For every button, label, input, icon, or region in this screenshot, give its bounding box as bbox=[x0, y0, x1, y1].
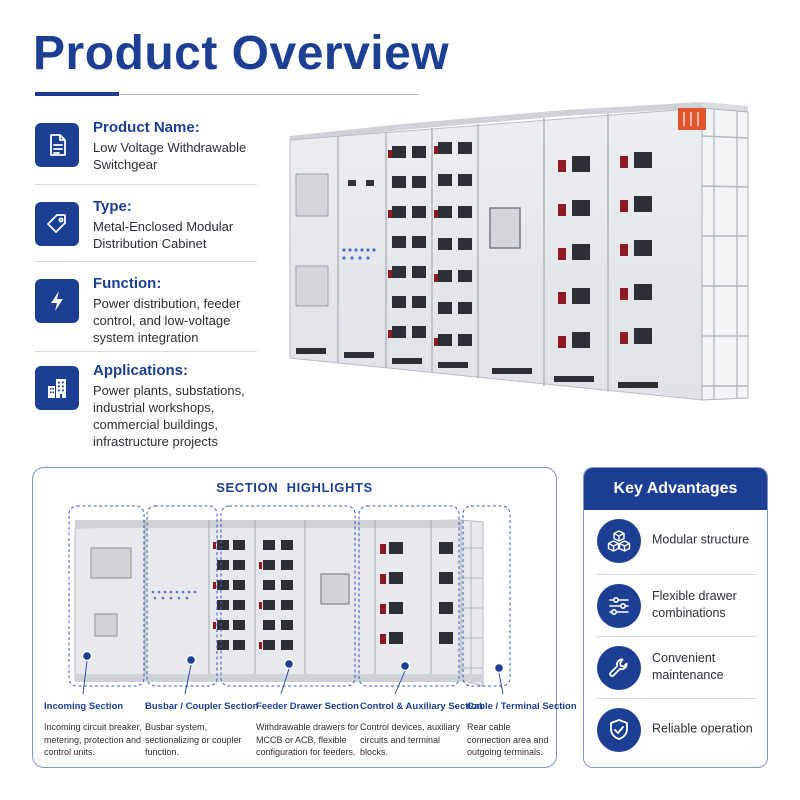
info-body: Power plants, substations, industrial wo… bbox=[93, 383, 245, 449]
terminal-block-icon bbox=[678, 108, 706, 130]
advantage-label: Convenient maintenance bbox=[652, 651, 724, 682]
marker-dot bbox=[283, 658, 295, 670]
title-underline-rule bbox=[119, 93, 419, 95]
advantage-divider bbox=[596, 698, 757, 699]
advantage-item: Modular structure bbox=[584, 509, 767, 571]
advantage-item: Flexible drawer combinations bbox=[584, 574, 767, 636]
info-divider bbox=[35, 184, 257, 185]
section-desc: Incoming circuit breaker, metering, prot… bbox=[44, 722, 142, 757]
info-applications: Applications: Power plants, substations,… bbox=[35, 362, 257, 452]
buildings-icon bbox=[35, 366, 79, 410]
section-name: Feeder Drawer Section bbox=[256, 701, 359, 712]
section-incoming: Incoming Section Incoming circuit breake… bbox=[44, 701, 148, 759]
info-body: Low Voltage Withdrawable Switchgear bbox=[93, 140, 247, 172]
section-highlights-title: SECTION HIGHLIGHTS bbox=[216, 480, 373, 495]
section-desc: Withdrawable drawers for MCCB or ACB, fl… bbox=[256, 722, 359, 757]
info-heading: Applications: bbox=[93, 362, 189, 379]
marker-dot bbox=[399, 660, 411, 672]
advantage-item: Reliable operation bbox=[584, 698, 767, 760]
key-advantages-panel: Key Advantages Modular structure Flexibl… bbox=[583, 467, 768, 768]
section-name: Incoming Section bbox=[44, 701, 124, 712]
section-name: Busbar / Coupler Section bbox=[145, 701, 259, 712]
section-desc: Control devices, auxiliary circuits and … bbox=[360, 722, 461, 757]
info-heading: Function: bbox=[93, 275, 162, 292]
advantage-divider bbox=[596, 636, 757, 637]
advantage-label: Modular structure bbox=[652, 532, 750, 547]
tag-icon bbox=[35, 202, 79, 246]
section-cable-terminal: Cable / Terminal Section Rear cable conn… bbox=[467, 701, 577, 759]
info-body: Power distribution, feeder control, and … bbox=[93, 296, 241, 345]
marker-dot bbox=[493, 662, 505, 674]
wrench-icon bbox=[597, 646, 641, 690]
info-heading: Type: bbox=[93, 198, 132, 215]
switchgear-section-diagram bbox=[68, 505, 511, 695]
advantage-label: Reliable operation bbox=[652, 721, 753, 736]
page-title: Product Overview bbox=[33, 27, 450, 80]
info-divider bbox=[35, 351, 257, 352]
section-name: Control & Auxiliary Section bbox=[360, 701, 483, 712]
info-type: Type: Metal-Enclosed Modular Distributio… bbox=[35, 198, 257, 258]
section-highlights-panel: SECTION HIGHLIGHTS bbox=[32, 467, 577, 768]
info-body: Metal-Enclosed Modular Distribution Cabi… bbox=[93, 219, 234, 251]
section-name: Cable / Terminal Section bbox=[467, 701, 577, 712]
shield-check-icon bbox=[597, 708, 641, 752]
document-icon bbox=[35, 123, 79, 167]
section-control-auxiliary: Control & Auxiliary Section Control devi… bbox=[360, 701, 483, 759]
marker-dot bbox=[185, 654, 197, 666]
section-busbar-coupler: Busbar / Coupler Section Busbar system, … bbox=[145, 701, 259, 759]
info-divider bbox=[35, 261, 257, 262]
section-feeder-drawer: Feeder Drawer Section Withdrawable drawe… bbox=[256, 701, 360, 759]
sliders-icon bbox=[597, 584, 641, 628]
info-function: Function: Power distribution, feeder con… bbox=[35, 275, 257, 345]
title-underline-accent bbox=[35, 92, 119, 96]
section-desc: Busbar system, sectionalizing or coupler… bbox=[145, 722, 242, 757]
advantage-divider bbox=[596, 574, 757, 575]
info-product-name: Product Name: Low Voltage Withdrawable S… bbox=[35, 119, 257, 189]
advantage-item: Convenient maintenance bbox=[584, 636, 767, 698]
advantage-label: Flexible drawer combinations bbox=[652, 589, 737, 620]
lightning-icon bbox=[35, 279, 79, 323]
cubes-icon bbox=[597, 519, 641, 563]
key-advantages-title: Key Advantages bbox=[584, 468, 767, 510]
switchgear-hero-image bbox=[289, 102, 749, 401]
info-heading: Product Name: bbox=[93, 119, 200, 136]
marker-dot bbox=[81, 650, 93, 662]
section-desc: Rear cable connection area and outgoing … bbox=[467, 722, 549, 757]
